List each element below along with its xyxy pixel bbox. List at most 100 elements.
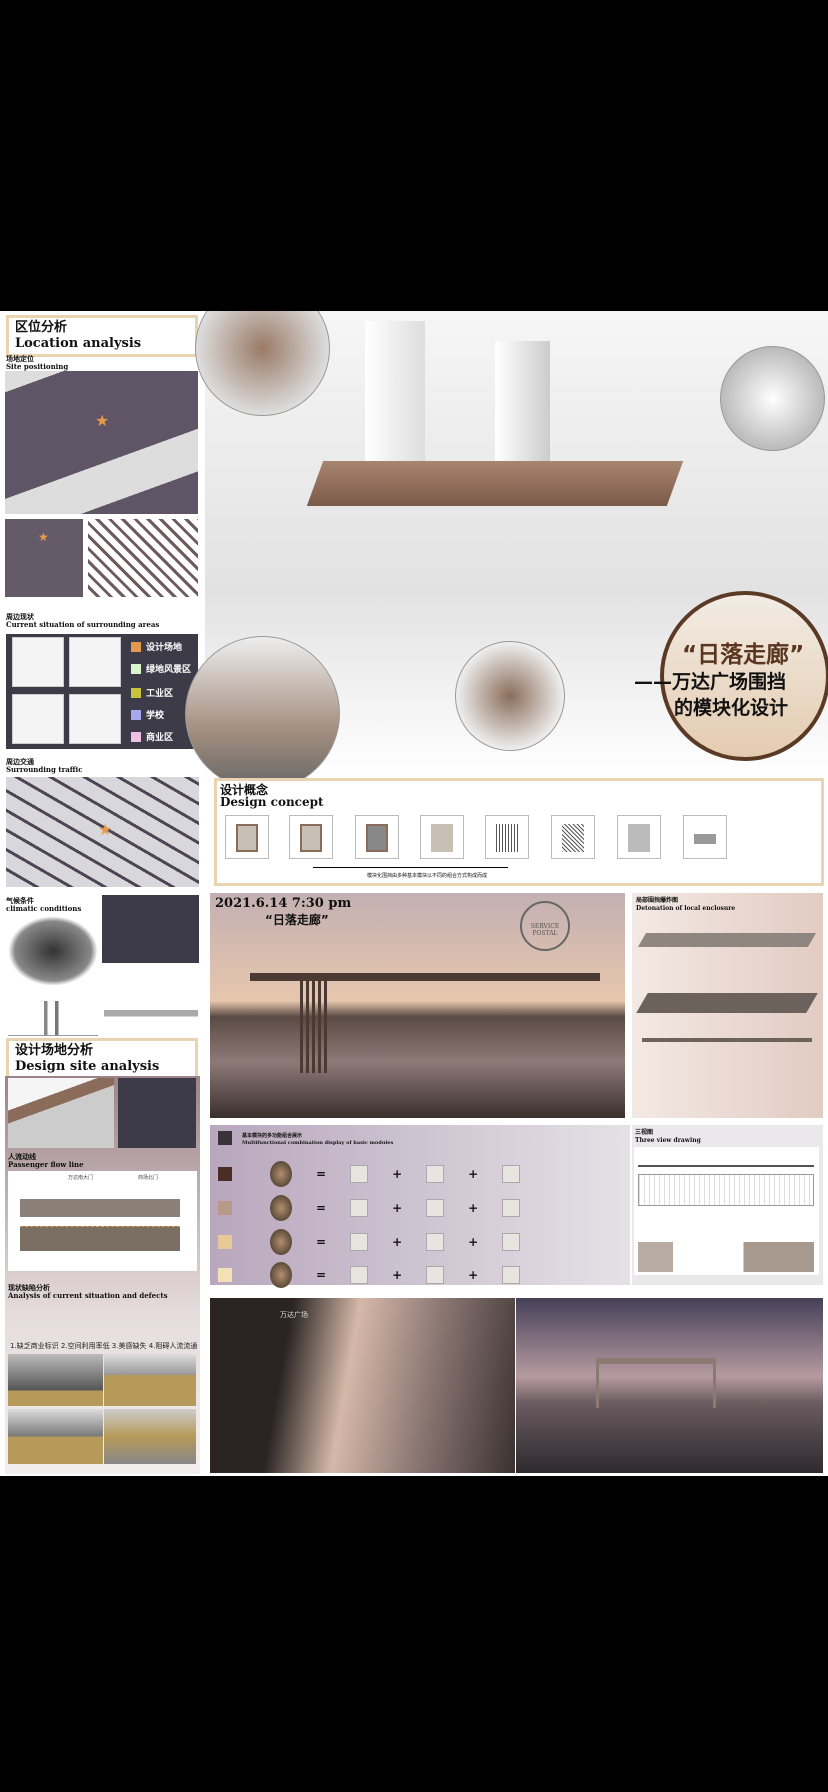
surrounding-cn: 周边现状 [6, 612, 34, 621]
headline-title: “日落走廊” [682, 642, 805, 668]
zone-map-industrial [69, 637, 121, 687]
modules-label: 基本模块的多功能组合展示 Multifunctional combination… [242, 1133, 393, 1147]
design-concept-panel: 设计概念 Design concept 模块化围挡由多种基本模块以不同的组合方式… [214, 778, 824, 886]
zone-map-commercial [69, 694, 121, 744]
city-map: ★ [5, 519, 83, 597]
flow-cn: 人流动线 [8, 1152, 36, 1161]
tower [495, 341, 550, 481]
three-view-drawing [634, 1147, 819, 1275]
modules-en: Multifunctional combination display of b… [242, 1140, 394, 1146]
module-icon [225, 815, 269, 859]
plan-view [638, 1174, 814, 1206]
site-analysis-title-cn: 设计场地分析 [15, 1043, 94, 1058]
elevation-strip [20, 1199, 180, 1217]
module-icon [420, 815, 464, 859]
combo-photo [270, 1229, 292, 1255]
defects-en: Analysis of current situation and defect… [8, 1291, 168, 1300]
headline-disc: “日落走廊” ——万达广场围挡 的模块化设计 [634, 591, 828, 761]
pavilion-canopy [250, 973, 600, 981]
defects-list: 1.缺乏商业标识 2.空间利用率低 3.美感缺失 4.阻碍人流流通 [10, 1342, 198, 1350]
site-analysis-title-en: Design site analysis [15, 1059, 160, 1074]
legend-swatch [131, 641, 141, 652]
climate-en: climatic conditions [6, 904, 82, 913]
legend-swatch [131, 687, 141, 698]
detonation-cn: 局部围挡爆炸图 [636, 897, 679, 904]
site-star-icon: ★ [95, 411, 110, 430]
location-header: 区位分析 Location analysis [6, 315, 198, 357]
site-en: Site positioning [6, 362, 69, 371]
regional-map: ★ [5, 371, 198, 514]
legend-label: 设计场地 [146, 643, 183, 653]
render-name: “日落走廊” [265, 913, 329, 927]
module-combination-row: =++ [270, 1229, 521, 1255]
traffic-en: Surrounding traffic [6, 765, 83, 774]
mall-sign: 万达广场 [280, 1311, 308, 1319]
mall-render: 万达广场 [210, 1298, 515, 1473]
site-positioning-label: 场地定位 Site positioning [6, 355, 68, 371]
traffic-label: 周边交通 Surrounding traffic [6, 758, 82, 774]
pavilion-columns [300, 973, 330, 1073]
design-poster: 区位分析 Location analysis 场地定位 Site positio… [0, 311, 828, 1476]
concept-caption: 模块化围挡由多种基本模块以不同的组合方式构成而成 [367, 873, 488, 879]
climate-label: 气候条件 climatic conditions [6, 897, 81, 913]
sun-angle-diagram [104, 971, 198, 1036]
module-combination-row: =++ [270, 1161, 521, 1187]
flow-label: 人流动线 Passenger flow line [8, 1153, 84, 1169]
module-icon [355, 815, 399, 859]
legend-label: 学校 [146, 711, 165, 721]
concept-title-en: Design concept [220, 795, 324, 809]
night-render [516, 1298, 823, 1473]
headline-subtitle: ——万达广场围挡 [634, 671, 787, 693]
three-view-en: Three view drawing [635, 1137, 701, 1144]
render-datetime: 2021.6.14 7:30 pm [215, 896, 352, 911]
legend-swatch [131, 663, 141, 674]
defects-cn: 现状缺陷分析 [8, 1283, 50, 1292]
site-analysis-header: 设计场地分析 Design site analysis [6, 1038, 198, 1080]
gate-label: 商场北门 [138, 1175, 159, 1181]
surrounding-en: Current situation of surrounding areas [6, 620, 160, 629]
legend-item: 学校 [131, 708, 164, 721]
traffic-cn: 周边交通 [6, 757, 34, 766]
detail-bubble [185, 636, 340, 791]
detonation-panel: 局部围挡爆炸图 Detonation of local enclosure [632, 893, 823, 1118]
modules-panel: 基本模块的多功能组合展示 Multifunctional combination… [210, 1125, 630, 1288]
site-analysis-panel: 人流动线 Passenger flow line 万达南大门 商场北门 现状缺陷… [5, 1076, 200, 1474]
surrounding-legend-panel: 设计场地 绿地风景区 工业区 学校 商业区 [6, 634, 198, 749]
legend-item: 商业区 [131, 730, 173, 743]
wanda-mall-roof [306, 461, 684, 506]
detail-bubble [195, 311, 330, 416]
modules-cn: 基本模块的多功能组合展示 [242, 1133, 303, 1139]
site-cn: 场地定位 [6, 354, 34, 363]
module-icon [485, 815, 529, 859]
three-view-label: 三视图 Three view drawing [635, 1129, 701, 1145]
concept-title-cn: 设计概念 [220, 783, 269, 797]
legend-item: 工业区 [131, 686, 173, 699]
detonation-label: 局部围挡爆炸图 Detonation of local enclosure [636, 897, 735, 913]
connector-line [313, 867, 508, 868]
legend-swatch [131, 709, 141, 720]
zone-map-green [12, 637, 64, 687]
exploded-layer [637, 933, 817, 947]
headline-subtitle: 的模块化设计 [674, 697, 789, 719]
figure-ground-map [88, 519, 198, 597]
combo-photo [270, 1262, 292, 1288]
defect-photo-3 [8, 1409, 103, 1464]
combo-photo [270, 1195, 292, 1221]
location-title-en: Location analysis [15, 336, 142, 351]
module-icon [551, 815, 595, 859]
tower [365, 321, 425, 461]
legend-label: 商业区 [146, 733, 174, 743]
zone-map-school [12, 694, 64, 744]
gate-label: 万达南大门 [68, 1175, 94, 1181]
color-swatch [218, 1235, 232, 1249]
defect-photo-2 [104, 1354, 196, 1406]
traffic-map: ★ [6, 777, 199, 887]
site-star-icon: ★ [98, 820, 113, 839]
module-icon [289, 815, 333, 859]
defects-label: 现状缺陷分析 Analysis of current situation and… [8, 1284, 168, 1300]
defect-photo-1 [8, 1354, 103, 1406]
climate-bar-chart [8, 1001, 98, 1036]
hero-aerial-render: “日落走廊” ——万达广场围挡 的模块化设计 [185, 311, 828, 791]
module-combination-row: =++ [270, 1262, 521, 1288]
color-swatch [218, 1167, 232, 1181]
